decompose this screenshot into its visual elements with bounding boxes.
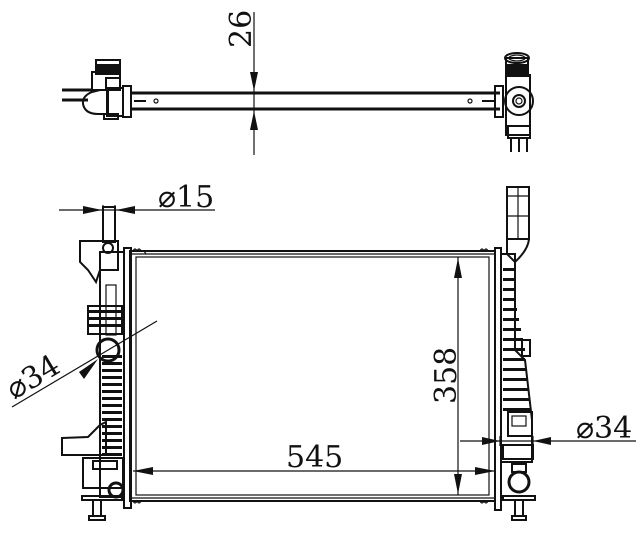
dimension-label-358: 358 — [429, 347, 464, 404]
left-tank — [61, 206, 132, 521]
dimension-outlet-diameter-34: ⌀34 — [460, 411, 636, 446]
outlet-pipe-right — [507, 470, 531, 494]
dimension-inlet-diameter-34: ⌀34 — [0, 320, 158, 408]
dimension-core-thickness: 26 — [224, 10, 259, 155]
right-tank — [494, 186, 536, 521]
dimension-core-height: 358 — [429, 257, 464, 495]
mount-hole-right — [467, 98, 473, 104]
top-left-fitting — [62, 59, 132, 120]
mount-hole-left — [153, 98, 159, 104]
inlet-pipe-left — [95, 337, 121, 363]
front-view: ⌀15 ⌀34 358 545 ⌀34 — [0, 180, 636, 521]
top-right-fitting — [494, 52, 534, 152]
dimension-label-26: 26 — [224, 10, 259, 48]
dimension-label-diameter-15: ⌀15 — [158, 180, 214, 215]
top-view: 26 — [62, 10, 534, 155]
dimension-label-diameter-34-right: ⌀34 — [576, 411, 632, 446]
dimension-inlet-diameter-15: ⌀15 — [59, 180, 215, 242]
dimension-label-545: 545 — [286, 440, 343, 475]
dimension-label-diameter-34-left: ⌀34 — [0, 348, 66, 407]
dimension-core-width: 545 — [133, 440, 495, 475]
